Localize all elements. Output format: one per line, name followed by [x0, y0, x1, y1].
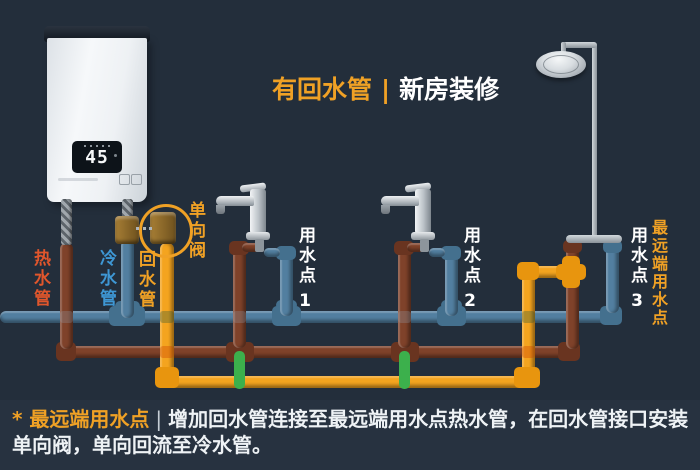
shower-arm-drop	[561, 42, 566, 56]
label-water-point-1: 用水点 1	[295, 226, 315, 314]
green-connector-point1	[234, 351, 245, 389]
cold-riser-shower	[606, 243, 619, 313]
display-indicator-dots	[84, 145, 110, 147]
faucet-spout	[381, 196, 419, 206]
shower-supply-pipe	[592, 44, 597, 238]
shower-mixer-bar	[566, 235, 622, 243]
faucet-base	[246, 232, 270, 240]
return-elbow-riser-top	[517, 262, 539, 280]
diagram-title: 有回水管 | 新房装修	[272, 70, 499, 106]
cold-elbow-point1	[276, 246, 296, 260]
faucet-body	[250, 189, 266, 234]
title-divider: |	[381, 75, 391, 104]
faucet-nozzle	[216, 205, 225, 214]
faucet-point1	[214, 182, 284, 254]
faucet-base	[411, 232, 435, 240]
cold-riser-point2	[445, 254, 458, 316]
faucet-nozzle	[381, 205, 390, 214]
label-return-pipe: 回水管	[135, 250, 155, 310]
faucet-tail-pipe	[255, 239, 264, 252]
caption-highlight: * 最远端用水点	[12, 407, 150, 431]
cold-stub-point2	[429, 248, 445, 257]
label-farthest-point: 最远端用水点	[649, 219, 668, 327]
water-point-name: 用水点	[627, 226, 647, 286]
shower-arm	[561, 42, 597, 48]
crossing-shade	[233, 311, 246, 323]
title-rest: 新房装修	[399, 75, 500, 104]
water-heater: 45	[47, 38, 147, 202]
heater-badge-icon	[119, 174, 130, 185]
hot-riser-point2	[398, 250, 411, 348]
crossing-shade	[522, 346, 535, 358]
cold-stub-point1	[264, 248, 280, 257]
braided-hose-cold	[122, 199, 133, 221]
shower-head-ring	[543, 55, 579, 74]
faucet-point2	[379, 182, 449, 254]
water-point-number: 2	[460, 291, 480, 314]
return-tee-shower-b	[562, 256, 580, 288]
return-elbow-heater	[155, 367, 179, 388]
heater-display: 45	[72, 141, 122, 173]
crossing-shade	[160, 311, 174, 323]
cold-tee-point1	[272, 306, 301, 326]
water-point-number: 1	[295, 291, 315, 314]
heater-badge-icon	[131, 174, 142, 185]
title-highlight: 有回水管	[272, 75, 373, 104]
shower-head-icon	[536, 51, 586, 78]
heater-temperature: 45	[85, 146, 109, 168]
faucet-tail-pipe	[420, 239, 429, 252]
hot-riser-heater	[60, 243, 73, 349]
crossing-shade	[398, 311, 411, 323]
crossing-shade	[522, 311, 535, 323]
footnote-caption: * 最远端用水点|增加回水管连接至最远端用水点热水管，在回水管接口安装单向阀，单…	[12, 406, 694, 458]
cold-tee-point2	[437, 306, 466, 326]
faucet-spout	[216, 196, 254, 206]
cold-inlet-valve	[115, 216, 139, 244]
caption-divider: |	[155, 407, 163, 431]
green-connector-point2	[399, 351, 410, 389]
return-main-pipe	[168, 376, 530, 388]
hot-water-main-pipe	[60, 346, 577, 358]
hot-riser-point1	[233, 250, 246, 348]
label-water-point-3: 用水点 3	[627, 226, 647, 314]
label-hot-pipe: 热水管	[30, 249, 50, 309]
caption-strip-background	[0, 400, 700, 470]
cold-elbow-point2	[441, 246, 461, 260]
crossing-shade	[160, 346, 174, 358]
check-valve-highlight-circle	[139, 204, 193, 258]
hot-stub-point2	[407, 243, 425, 252]
label-check-valve: 单向阀	[185, 201, 205, 261]
heater-logo	[58, 178, 98, 181]
cold-riser-heater	[121, 240, 134, 318]
cold-riser-point1	[280, 254, 293, 316]
braided-hose-hot	[61, 199, 72, 245]
return-elbow-riser-bottom	[514, 367, 540, 388]
hot-stub-point1	[242, 243, 260, 252]
display-dot	[114, 154, 117, 157]
return-riser-heater	[160, 243, 174, 383]
label-cold-pipe: 冷水管	[96, 249, 116, 309]
water-point-name: 用水点	[460, 226, 480, 286]
hot-elbow-shower	[563, 240, 582, 253]
cold-elbow-shower	[603, 240, 622, 253]
return-riser-far	[522, 267, 535, 378]
faucet-body	[415, 189, 431, 234]
water-point-number: 3	[627, 291, 647, 314]
water-point-name: 用水点	[295, 226, 315, 286]
crossing-shade	[60, 311, 73, 323]
label-water-point-2: 用水点 2	[460, 226, 480, 314]
caption-text: 增加回水管连接至最远端用水点热水管，在回水管接口安装单向阀，单向回流至冷水管。	[12, 407, 689, 457]
